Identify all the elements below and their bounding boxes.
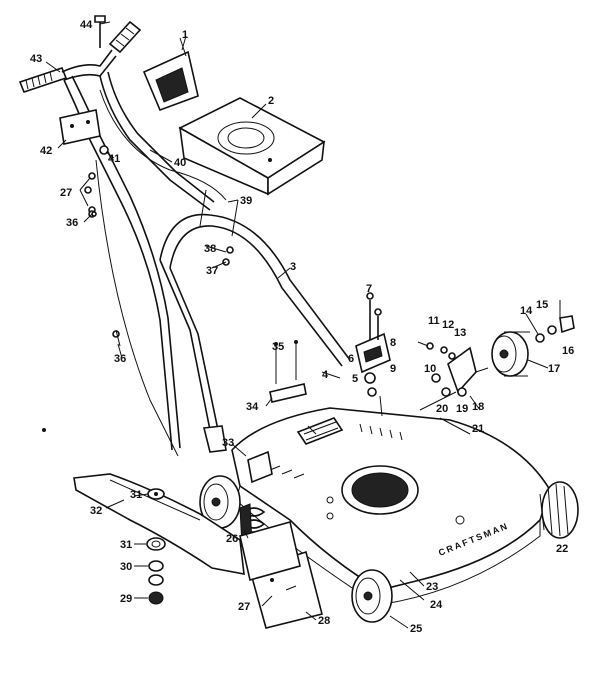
rear-wheel [491, 331, 530, 377]
part-label-23: 23 [426, 581, 438, 593]
height-adjuster [355, 292, 391, 417]
part-label-22: 22 [556, 543, 568, 555]
shroud-part-2 [178, 97, 326, 196]
part-label-38: 38 [204, 243, 216, 255]
part-label-40: 40 [174, 157, 186, 169]
part-label-27b: 27 [238, 601, 250, 613]
upper-handle [18, 15, 227, 214]
part-label-9: 9 [390, 363, 396, 375]
part-label-18: 18 [472, 401, 484, 413]
part-label-42: 42 [40, 145, 52, 157]
blade-hardware [146, 488, 166, 605]
part-label-36a: 36 [66, 217, 78, 229]
part-label-26: 26 [226, 533, 238, 545]
part-label-7: 7 [366, 283, 372, 295]
part-label-6: 6 [348, 353, 354, 365]
part-label-1: 1 [182, 29, 188, 41]
rear-wheel-bracket [419, 346, 489, 411]
part-label-28: 28 [318, 615, 330, 627]
part-label-31b: 31 [120, 539, 132, 551]
mower-deck [231, 407, 551, 605]
part-label-10: 10 [424, 363, 436, 375]
part-label-2: 2 [268, 95, 274, 107]
part-label-20: 20 [436, 403, 448, 415]
part-label-19: 19 [456, 403, 468, 415]
front-left-wheel [199, 475, 241, 529]
part-label-37: 37 [206, 265, 218, 277]
part-label-17: 17 [548, 363, 560, 375]
lower-left-wheel [351, 569, 393, 623]
part-label-25: 25 [410, 623, 422, 635]
deflector-33 [247, 450, 273, 484]
part-label-39: 39 [240, 195, 252, 207]
leader-lines [45, 21, 561, 629]
part-label-16: 16 [562, 345, 574, 357]
part-label-8: 8 [390, 337, 396, 349]
shroud-part-1 [142, 37, 199, 112]
part-label-35: 35 [272, 341, 284, 353]
deck-plate [239, 521, 301, 581]
part-label-21: 21 [472, 423, 484, 435]
part-label-11: 11 [428, 315, 440, 327]
part-label-4: 4 [322, 369, 329, 381]
part-label-36b: 36 [114, 353, 126, 365]
part-label-12: 12 [442, 319, 454, 331]
part-label-41: 41 [108, 153, 120, 165]
blade-32 [73, 473, 245, 575]
part-label-43: 43 [30, 53, 42, 65]
part-label-14: 14 [520, 305, 533, 317]
front-right-wheel [539, 481, 579, 539]
part-label-34: 34 [246, 401, 259, 413]
part-label-24: 24 [430, 599, 443, 611]
part-label-44: 44 [80, 19, 93, 31]
part-label-31a: 31 [130, 489, 142, 501]
part-label-33: 33 [222, 437, 234, 449]
part-label-13: 13 [454, 327, 466, 339]
lower-handle [88, 159, 351, 457]
part-label-29: 29 [120, 593, 132, 605]
part-label-5: 5 [352, 373, 358, 385]
part-label-3: 3 [290, 261, 296, 273]
misc-fasteners [42, 211, 121, 432]
part-label-15: 15 [536, 299, 548, 311]
part-label-30: 30 [120, 561, 132, 573]
part-label-32: 32 [90, 505, 102, 517]
part-label-27a: 27 [60, 187, 72, 199]
